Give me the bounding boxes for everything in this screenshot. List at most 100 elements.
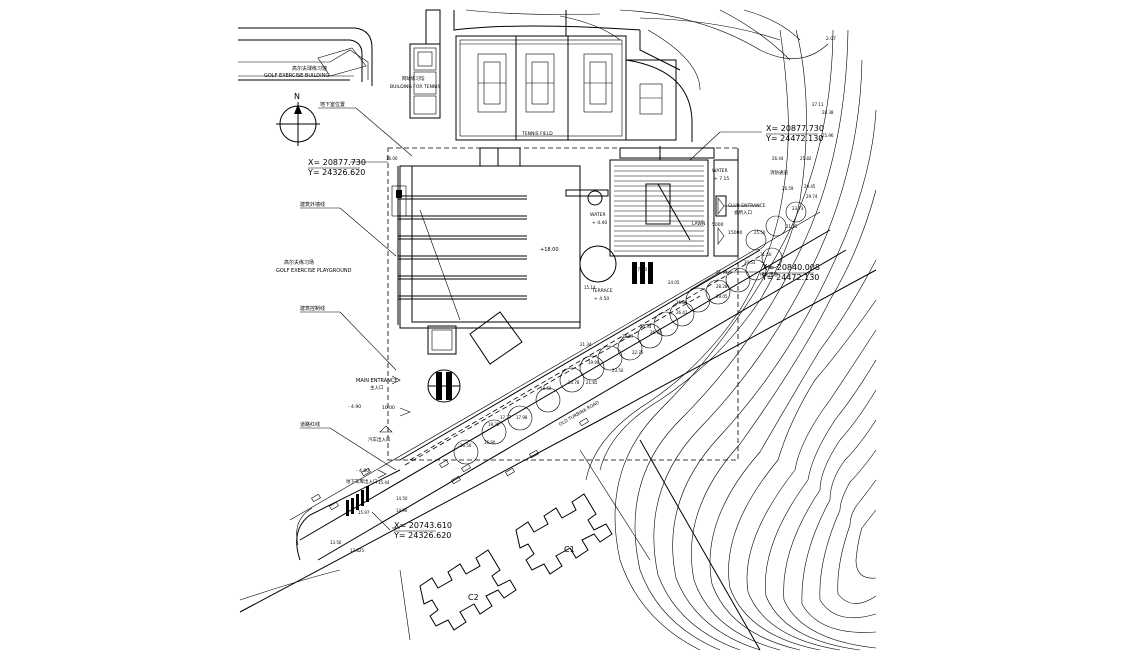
garage-entrance-label: 地下车库出入口: [346, 478, 378, 485]
water2-label: WATER: [712, 168, 728, 174]
golf-playground-label-cn: 高尔夫练习场: [284, 259, 314, 266]
residential-buildings: [239, 493, 613, 641]
club-entrance-label: CLUB ENTRANCE: [728, 203, 766, 209]
elevation: 16.50: [460, 443, 472, 448]
golf-building-label-cn: 高尔夫球练习馆: [292, 65, 327, 72]
dim-5000-label: 5000: [712, 222, 724, 228]
driving-bays: [398, 195, 527, 300]
elevation: 25.44: [640, 324, 652, 329]
trees: [453, 190, 807, 465]
coord-3-y: Y= 24472.130: [761, 273, 819, 282]
main-entrance-label: MAIN ENTRANCE: [356, 378, 398, 384]
elevation: 23.73: [792, 206, 804, 211]
elevation: 26.41: [676, 310, 688, 315]
water2-level: + 7.15: [714, 176, 729, 182]
terrace-label: TERRACE: [591, 288, 613, 294]
elevation: 22.76: [632, 350, 644, 355]
tennis-building-label-cn: 网球练习馆: [402, 75, 425, 82]
dim-15000-label: 15000: [728, 230, 742, 236]
elevation: 15.97: [358, 510, 370, 515]
elevation: 19.30: [488, 422, 500, 427]
coord-2-x: X= 20877.730: [766, 124, 824, 133]
elevation: 27.11: [812, 102, 824, 107]
contour-lines: [585, 29, 877, 651]
minus-480-label: - 4.80: [356, 468, 369, 474]
elevation: 20.78: [568, 380, 580, 385]
elevation: 26.59: [782, 186, 794, 191]
cars: [311, 417, 589, 511]
elevation: 17.77: [500, 415, 512, 420]
tennis-building-label: BUILDING FOR TENNIS: [390, 84, 441, 90]
building-c1-label: C1: [564, 545, 575, 554]
coord-4-x: X= 20743.610: [394, 521, 452, 530]
elevation: 13.825: [350, 548, 364, 553]
lawn-label-cn: 绿化用地: [760, 271, 778, 278]
tennis-field-label: TENNIS FIELD: [521, 131, 553, 137]
elevation: 31.50: [760, 252, 772, 257]
north-label: N: [294, 92, 300, 101]
elevation: 25.96: [822, 133, 834, 138]
text-labels: N 高尔夫球练习馆 GOLF EXERCISE BUILDING BUILDIN…: [264, 36, 836, 602]
elevation: 26.34: [650, 330, 662, 335]
elevation: 18.60: [540, 386, 552, 391]
golf-playground-label: GOLF EXERCISE PLAYGROUND: [276, 268, 352, 274]
elevation: 16.00: [386, 156, 398, 161]
plus-1800-label: +18.00: [540, 247, 559, 253]
elevation-markers: 15.44 14.50 14.90 15.97 13.56 13.825 16.…: [330, 102, 834, 553]
level-1000-label: 10.00: [382, 405, 395, 411]
elevation: 21.35: [786, 224, 798, 229]
top-left-context: [238, 27, 373, 86]
plus-720-label: + 7.20: [632, 267, 647, 273]
elevation: 19.90: [588, 360, 600, 365]
coord-1-y: Y= 24326.620: [307, 168, 365, 177]
leader-lines: [300, 107, 762, 531]
club-entrance-label-cn: 会所入口: [734, 209, 752, 216]
elevation: 25.50: [754, 230, 766, 235]
diagonal-road: [239, 211, 877, 651]
elevation: 25.86: [676, 300, 688, 305]
elevation: 29.45: [804, 184, 816, 189]
elevation: 23.50: [612, 368, 624, 373]
top-right-marker: 2.07: [826, 36, 836, 42]
elevation: 13.56: [330, 540, 342, 545]
elevation: 17.98: [516, 415, 528, 420]
elevation: 14.50: [396, 496, 408, 501]
elevation: 25.82: [800, 156, 812, 161]
water-level: + 4.40: [592, 220, 607, 226]
minus-490-label: - 4.90: [348, 404, 361, 410]
elevation: 16.90: [484, 440, 496, 445]
elevation: 21.85: [586, 380, 598, 385]
stair-lines: [614, 165, 704, 252]
elevation: 26.44: [772, 156, 784, 161]
main-entrance-label-cn: 主入口: [370, 384, 384, 391]
tennis-complex: [409, 9, 829, 142]
elevation: 15.44: [378, 480, 390, 485]
north-arrow: [276, 102, 320, 146]
elevation: 24.57: [622, 334, 634, 339]
club-building: [609, 146, 739, 284]
coord-3-x: X= 20840.008: [762, 263, 820, 272]
vehicle-entrance-label: 汽车出入口: [368, 436, 391, 443]
coord-4-y: Y= 24326.620: [393, 531, 451, 540]
elevation: 26.99: [716, 270, 728, 275]
terrace-level: + 4.50: [594, 296, 609, 302]
elevation: 14.90: [396, 508, 408, 513]
elevation: 28.28: [716, 284, 728, 289]
elevation: 29.74: [806, 194, 818, 199]
coord-1-x: X= 20877.730: [308, 158, 366, 167]
elevation: 30.53: [744, 260, 756, 265]
elevation: 21.34: [580, 342, 592, 347]
building-line-label: 建筑外墙线: [300, 201, 325, 208]
golf-building-label: GOLF EXERCISE BUILDING: [264, 73, 329, 79]
road-edge-label: 道路红线: [300, 421, 320, 428]
building-c2-label: C2: [468, 593, 479, 602]
building-control-label: 建筑控制线: [300, 305, 325, 312]
water-label: WATER: [590, 212, 606, 218]
elevation: 24.05: [668, 280, 680, 285]
garage-entrance: [346, 375, 411, 516]
elevation: 29.05: [716, 294, 728, 299]
lawn-label: LAWN: [692, 221, 705, 227]
underground-label: 地下室位置: [320, 101, 345, 108]
coordinate-callouts: X= 20877.730 Y= 24326.620 X= 20877.730 Y…: [307, 124, 824, 540]
